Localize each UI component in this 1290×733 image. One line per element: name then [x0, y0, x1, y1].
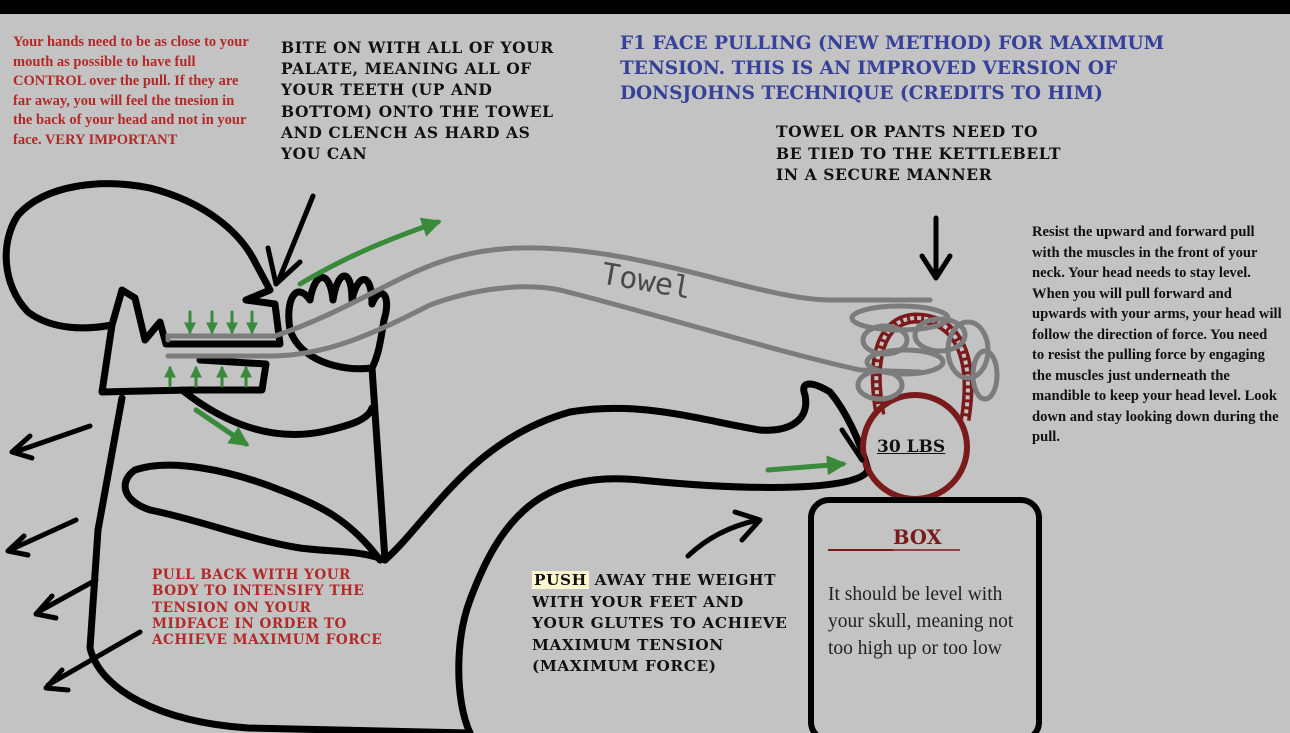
pullback-arrow-2 — [5, 517, 79, 558]
neck-back — [86, 394, 474, 733]
hand-fingers — [285, 272, 391, 372]
leg-lower — [455, 466, 872, 733]
push-arrow — [685, 509, 763, 559]
bite-note: BITE ON WITH ALL OF YOUR PALATE, MEANING… — [281, 38, 554, 164]
person-outline — [2, 180, 872, 733]
pullback-arrow-4 — [43, 629, 143, 693]
resist-note: Resist the upward and forward pull with … — [1032, 224, 1282, 445]
feet-push-arrow — [765, 455, 847, 476]
chest-arrow — [193, 407, 250, 447]
box-description: It should be level with your skull, mean… — [828, 584, 1014, 659]
box-outline — [808, 497, 1042, 733]
box-title: BOX — [893, 526, 942, 549]
towel-tie-note: TOWEL OR PANTS NEED TO BE TIED TO THE KE… — [776, 122, 1062, 184]
arm-inner — [131, 461, 384, 564]
top-black-bar — [0, 0, 1290, 14]
pullback-arrow-1 — [9, 423, 93, 461]
jaw-lower — [186, 356, 270, 394]
hands-note: Your hands need to be as close to your m… — [13, 34, 249, 148]
push-note-text: AWAY THE WEIGHT WITH YOUR FEET AND YOUR … — [532, 571, 788, 675]
jaw-upper — [98, 258, 284, 396]
weight-label: 30 LBS — [877, 437, 946, 457]
black-arrows — [5, 193, 953, 693]
push-note: PUSH AWAY THE WEIGHT WITH YOUR FEET AND … — [532, 570, 792, 678]
arm-inner-back — [121, 466, 389, 564]
push-highlight: PUSH — [532, 571, 589, 589]
towel-knot — [849, 303, 1000, 402]
diagram-title: F1 FACE PULLING (NEW METHOD) FOR MAXIMUM… — [620, 33, 1165, 104]
towel — [165, 245, 933, 375]
towel-bottom-edge — [165, 284, 923, 375]
head-outline — [2, 180, 259, 332]
pull-back-note: PULL BACK WITH YOUR BODY TO INTENSIFY TH… — [152, 567, 383, 649]
green-arrows — [164, 217, 847, 476]
leg-mark — [839, 427, 865, 463]
pullback-arrow-3 — [33, 577, 99, 621]
torso-front — [178, 386, 376, 438]
towel-top-edge — [165, 245, 933, 343]
kettlebell — [849, 303, 1000, 502]
upward-pull-arrow — [297, 217, 442, 287]
towel-label: Towel — [599, 257, 694, 307]
leg-upper — [381, 380, 872, 564]
bite-arrow — [265, 193, 316, 287]
towel-tie-arrow — [919, 215, 953, 281]
